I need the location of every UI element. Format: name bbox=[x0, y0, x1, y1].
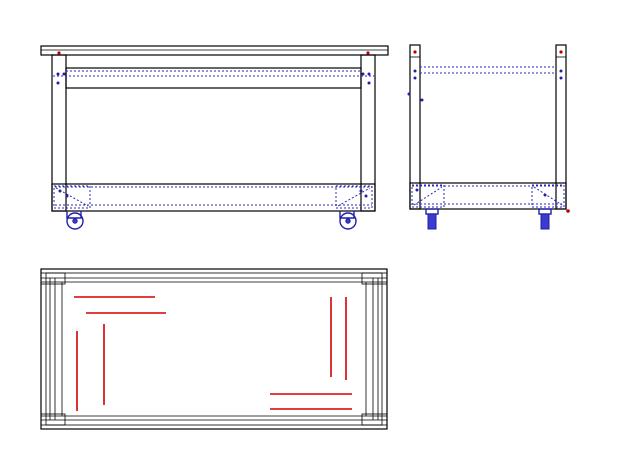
top-leg-corner-tl bbox=[40, 272, 66, 285]
front-bottom-shelf bbox=[51, 183, 376, 212]
highlight-lines bbox=[74, 296, 352, 411]
side-left-bracket bbox=[411, 184, 445, 208]
caster-wheel-icon bbox=[66, 211, 84, 230]
side-view bbox=[407, 44, 570, 230]
front-view bbox=[40, 45, 389, 230]
side-bottom-shelf bbox=[409, 182, 567, 210]
caster-wheel-icon bbox=[425, 208, 439, 230]
top-leg-corner-tr bbox=[361, 272, 388, 285]
top-view bbox=[40, 268, 388, 430]
bolt-icon bbox=[407, 50, 570, 213]
front-right-leg bbox=[360, 54, 376, 212]
bolt-icon bbox=[56, 51, 371, 198]
front-tabletop bbox=[40, 45, 389, 56]
side-right-bracket bbox=[531, 184, 565, 208]
top-leg-corner-bl bbox=[40, 413, 66, 426]
top-leg-corner-br bbox=[361, 413, 388, 426]
top-outer-frame bbox=[40, 268, 388, 430]
top-inner-frame bbox=[45, 272, 383, 426]
front-left-leg bbox=[51, 54, 67, 212]
front-top-rail bbox=[65, 67, 362, 89]
side-left-bracket-diag bbox=[413, 186, 443, 206]
side-right-bracket-diag bbox=[533, 186, 563, 206]
front-right-bracket bbox=[335, 185, 373, 209]
caster-wheel-icon bbox=[339, 211, 357, 230]
caster-wheel-icon bbox=[538, 208, 552, 230]
front-left-bracket bbox=[53, 185, 91, 209]
